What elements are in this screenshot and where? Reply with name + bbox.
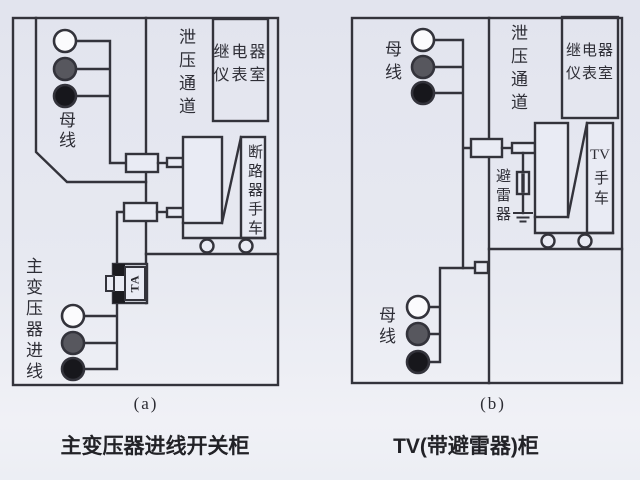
panel-a-breaker-cart-label: 断路器手车 bbox=[246, 144, 262, 239]
panel-a-lower-bushing bbox=[122, 201, 159, 223]
panel-a-relay-room-label-line2: 仪表室 bbox=[213, 67, 268, 84]
panel-b-busbar-top-label: 母线 bbox=[382, 40, 401, 86]
panel-b-instrument-room-box bbox=[560, 15, 620, 120]
panel-a-upper-contact-arm bbox=[165, 156, 185, 169]
panel-a-relief-channel-label: 泄压通道 bbox=[176, 28, 195, 120]
panel-b-busbar-bottom-label: 母线 bbox=[376, 306, 395, 348]
panel-b-wheel-left bbox=[540, 233, 556, 249]
panel-a-ct-label: TA bbox=[127, 274, 142, 293]
panel-a-cable-wiring bbox=[82, 210, 126, 371]
panel-b-top-phase-circles bbox=[410, 27, 436, 106]
panel-b-bushing bbox=[469, 137, 504, 159]
panel-b-relay-room-label-line2: 仪表室 bbox=[565, 66, 614, 82]
phase-circle-black bbox=[60, 356, 86, 382]
phase-circle-black bbox=[52, 83, 78, 109]
panel-a-cabinet-outline bbox=[11, 16, 280, 387]
phase-circle-gray bbox=[52, 56, 78, 82]
panel-a-bus-wiring bbox=[74, 39, 128, 165]
panel-a-top-phase-circles bbox=[52, 28, 78, 109]
panel-b-tv-body bbox=[533, 121, 570, 219]
panel-b-contact-arm bbox=[510, 141, 537, 155]
panel-a-breaker-cart bbox=[122, 135, 267, 254]
panel-a-cart-diagonal bbox=[220, 135, 243, 225]
panel-a-cart-label-box bbox=[239, 135, 267, 240]
phase-circle-white bbox=[405, 294, 431, 320]
panel-b-wheel-right bbox=[577, 233, 593, 249]
panel-b-cart-platform bbox=[533, 215, 615, 235]
panel-a-breaker-body bbox=[181, 135, 224, 225]
phase-circle-white bbox=[410, 27, 436, 53]
panel-a-relay-room-label-line1: 继电器 bbox=[213, 44, 268, 61]
panel-b-cabinet-outline bbox=[350, 16, 624, 385]
panel-b-wall-terminal bbox=[473, 260, 490, 275]
panel-a-lower-contact-arm bbox=[165, 206, 185, 219]
panel-a-instrument-room-box bbox=[211, 17, 270, 123]
phase-circle-white bbox=[52, 28, 78, 54]
panel-a-current-transformer bbox=[105, 262, 149, 305]
panel-b-relief-channel-label: 泄压通道 bbox=[508, 24, 527, 116]
panel-a-upper-bushing bbox=[124, 152, 160, 174]
phase-circle-white bbox=[60, 303, 86, 329]
panel-b-tv-label: TV bbox=[590, 147, 610, 163]
panel-a-wheel-left bbox=[199, 238, 215, 254]
panel-a-bottom-phase-circles bbox=[60, 303, 86, 382]
phase-circle-gray bbox=[410, 54, 436, 80]
panel-a-cart-platform bbox=[181, 221, 267, 240]
panel-a-busbar-label: 母线 bbox=[56, 111, 75, 151]
panel-b-caption: TV(带避雷器)柜 bbox=[393, 435, 539, 458]
panel-b-tv-cart bbox=[469, 121, 615, 249]
phase-circle-black bbox=[405, 349, 431, 375]
panel-b-relay-room-label-line1: 继电器 bbox=[565, 43, 614, 59]
ground-symbol bbox=[513, 212, 533, 223]
panel-a-incoming-line-label: 主变压器进线 bbox=[23, 257, 42, 383]
panel-a-wheel-right bbox=[238, 238, 254, 254]
panel-a-caption: 主变压器进线开关柜 bbox=[60, 435, 250, 458]
panel-b-caption-mark: (b) bbox=[480, 394, 506, 413]
panel-b-cart-label: 手车 bbox=[592, 170, 608, 210]
phase-circle-black bbox=[410, 80, 436, 106]
panel-b-bottom-phase-circles bbox=[405, 294, 431, 375]
phase-circle-gray bbox=[60, 330, 86, 356]
phase-circle-gray bbox=[405, 321, 431, 347]
panel-a-bus-chamber-wall bbox=[34, 16, 148, 184]
panel-b-arrester-symbol bbox=[513, 151, 533, 223]
panel-b-arrester-label: 避雷器 bbox=[494, 168, 510, 225]
panel-b-cart-diagonal bbox=[566, 121, 589, 219]
panel-b-bus-wiring bbox=[427, 38, 490, 364]
panel-a-caption-mark: (a) bbox=[133, 394, 159, 413]
